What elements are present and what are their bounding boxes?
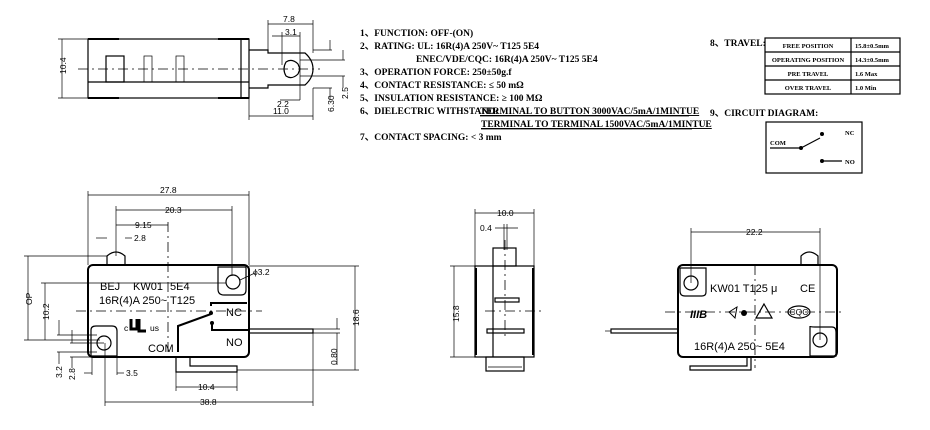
spec-dielectric-label: 6、DIELECTRIC WITHSTAND:: [360, 107, 498, 117]
circuit-no-label: NO: [845, 159, 855, 166]
side-body: [87, 264, 250, 358]
marking-brand: BEJ: [100, 281, 120, 293]
dim-0-80: 0.80: [329, 348, 339, 365]
circuit-com-label: COM: [770, 140, 786, 147]
front-view: 10.0 0.4 15.8: [450, 208, 545, 372]
dim-3-1: 3.1: [285, 27, 297, 37]
dim-22-2: 22.2: [746, 227, 763, 237]
dim-18-6: 18.6: [351, 309, 361, 326]
front-button: [492, 247, 517, 267]
travel-value: 14.3±0.5mm: [855, 57, 889, 64]
circuit-title: 9、CIRCUIT DIAGRAM:: [710, 109, 818, 119]
dim-6-30: 6.30: [326, 95, 336, 112]
travel-value: 15.8±0.5mm: [855, 43, 889, 50]
marking-model: KW01 T125 μ: [710, 283, 777, 295]
spec-function: 1、FUNCTION: OFF-(ON): [360, 28, 473, 39]
spec-dielectric-2: TERMINAL TO TERMINAL 1500VAC/5mA/1MINTUE: [481, 120, 712, 130]
marking-rating: 16R(4)A 250~ T125: [99, 295, 195, 307]
dim-38-8: 38.8: [200, 397, 217, 407]
travel-label: OPERATING POSITION: [772, 57, 845, 64]
circuit-nc-label: NC: [845, 130, 855, 137]
travel-value: 1.6 Max: [855, 71, 878, 78]
dim-11-0: 11.0: [273, 106, 289, 116]
travel-title: 8、TRAVEL:: [710, 39, 766, 49]
dim-2-8: 2.8: [134, 233, 146, 243]
marking-com: COM: [148, 343, 174, 355]
spec-dielectric-1: TERMINAL TO BUTTON 3000VAC/5mA/1MINTUE: [480, 107, 699, 117]
actuator-button: [800, 251, 819, 265]
ul-logo: c us: [124, 319, 159, 333]
dim-15-8: 15.8: [451, 305, 461, 322]
dim-9-15: 9.15: [135, 220, 152, 230]
ul-c: c: [124, 323, 129, 333]
marking-rating: 16R(4)A 250~ 5E4: [694, 341, 785, 353]
dim-2-2: 2.2: [277, 99, 289, 109]
certification-logos: IIIB CQC: [690, 302, 811, 321]
dim-3-2: 3.2: [54, 366, 64, 378]
spec-contact-spacing: 7、CONTACT SPACING: < 3 mm: [360, 133, 502, 143]
terminal-hole: [283, 59, 301, 79]
no-terminal: [248, 328, 314, 334]
back-view: KW01 T125 μ CE IIIB CQC 16R(4)A 250~ 5E4…: [605, 227, 845, 371]
dim-20-3: 20.3: [165, 205, 182, 215]
side-view: BEJ KW01 5E4 16R(4)A 250~ T125 NC NO COM…: [24, 185, 361, 407]
dim-0-4: 0.4: [480, 223, 492, 233]
top-view: 10.4 7.8 3.1 2.2 11.0 6.30 2.5: [58, 14, 350, 120]
circuit-diagram: 9、CIRCUIT DIAGRAM: COM NC NO: [710, 109, 863, 174]
travel-table: 8、TRAVEL: FREE POSITION 15.8±0.5mm OPERA…: [710, 37, 901, 95]
front-body: [474, 265, 535, 358]
dim-3-5: 3.5: [126, 368, 138, 378]
dim-10-4: 10.4: [58, 57, 68, 74]
marking-no: NO: [226, 337, 243, 349]
ul-us: us: [150, 323, 159, 333]
marking-model: KW01: [133, 281, 163, 293]
svg-text:IIIB: IIIB: [690, 309, 707, 321]
ce-mark: CE: [800, 283, 815, 295]
spec-insulation-resistance: 5、INSULATION RESISTANCE: ≥ 100 MΩ: [360, 94, 543, 104]
dim-10-2: 10.2: [41, 303, 51, 320]
specifications: 1、FUNCTION: OFF-(ON) 2、RATING: UL: 16R(4…: [360, 28, 712, 143]
dim-27-8: 27.8: [160, 185, 177, 195]
back-body: [677, 264, 838, 358]
no-terminal: [610, 328, 679, 334]
travel-label: PRE TRAVEL: [788, 71, 829, 78]
dim-hole-diameter: ϕ3.2: [253, 267, 270, 277]
travel-value: 1.0 Min: [855, 85, 877, 92]
travel-label: FREE POSITION: [783, 43, 834, 50]
travel-label: OVER TRAVEL: [785, 85, 832, 92]
marking-life: 5E4: [170, 281, 190, 293]
cqc-logo: CQC: [790, 307, 809, 317]
spec-rating-ul: 2、RATING: UL: 16R(4)A 250V~ T125 5E4: [360, 41, 539, 52]
dim-op: OP: [24, 292, 34, 305]
com-terminal: [689, 356, 752, 371]
dim-10-0: 10.0: [497, 208, 514, 218]
top-body: [87, 38, 250, 99]
dim-7-8: 7.8: [283, 14, 295, 24]
dim-2-5: 2.5: [340, 87, 350, 99]
spec-rating-enec: ENEC/VDE/CQC: 16R(4)A 250V~ T125 5E4: [416, 54, 598, 65]
spec-operation-force: 3、OPERATION FORCE: 250±50g.f: [360, 68, 512, 78]
marking-nc: NC: [226, 307, 242, 319]
dim-10-4: 10.4: [198, 382, 215, 392]
mount-hole: [225, 274, 241, 290]
dim-2-8b: 2.8: [67, 368, 77, 380]
spec-contact-resistance: 4、CONTACT RESISTANCE: ≤ 50 mΩ: [360, 81, 524, 91]
com-terminal: [175, 357, 238, 373]
